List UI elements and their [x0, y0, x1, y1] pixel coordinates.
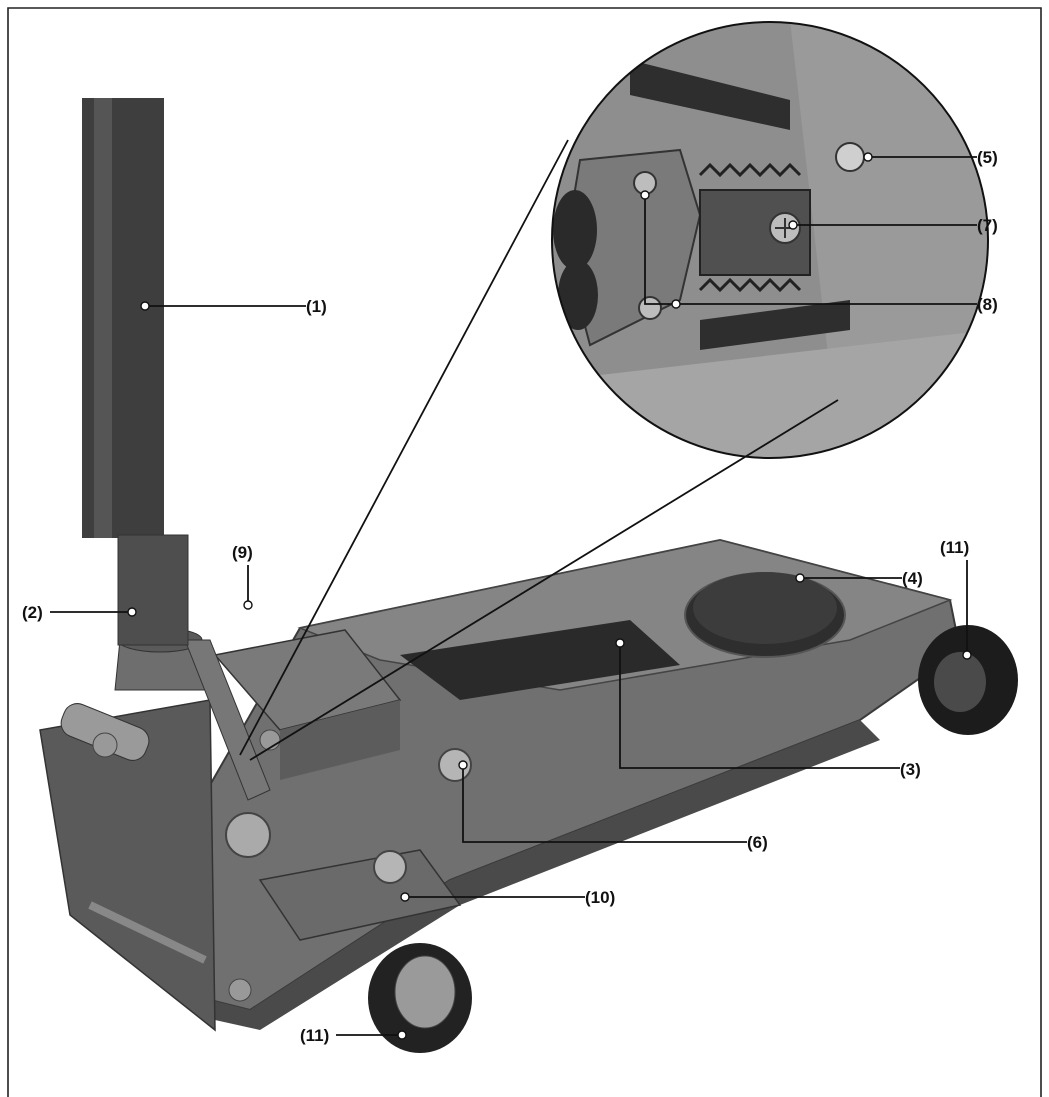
- pivot-bolt-large: [225, 812, 271, 858]
- callout-4: (4): [902, 569, 923, 588]
- rear-wheel-hub: [934, 652, 986, 712]
- bolt: [92, 732, 118, 758]
- callout-dot: [863, 152, 873, 162]
- detail-circle-border: [551, 21, 989, 459]
- callout-1: (1): [306, 297, 327, 316]
- castor-bolt: [373, 850, 407, 884]
- callout-dot: [615, 638, 625, 648]
- handle-lower-tube: [117, 534, 189, 646]
- front-wheel-hub: [394, 955, 456, 1029]
- callout-11-rear: (11): [940, 538, 969, 557]
- detail-view: [551, 21, 989, 459]
- callout-dot: [127, 607, 137, 617]
- frame-border: [7, 7, 1042, 1097]
- handle-yoke: [184, 639, 271, 801]
- zoom-line-lower: [249, 399, 839, 761]
- handle-highlight: [94, 98, 112, 538]
- callout-dot: [671, 299, 681, 309]
- chassis-underside: [210, 720, 880, 1030]
- callout-7: (7): [977, 216, 998, 235]
- saddle-pad: [693, 572, 837, 644]
- pump-housing-side: [280, 700, 400, 780]
- warning-label-panel: [400, 620, 680, 700]
- callout-11-front: (11): [300, 1026, 329, 1045]
- callout-dot: [962, 650, 972, 660]
- callout-3: (3): [900, 760, 921, 779]
- jack-illustration: [39, 98, 1018, 1053]
- callout-dot: [243, 600, 253, 610]
- callout-5: (5): [977, 148, 998, 167]
- base-rod: [88, 901, 207, 964]
- callout-dot: [140, 301, 150, 311]
- callout-9: (9): [232, 543, 253, 562]
- castor-bracket: [258, 849, 462, 941]
- callout-6: (6): [747, 833, 768, 852]
- callout-dot: [788, 220, 798, 230]
- callout-dot: [400, 892, 410, 902]
- callout-dot: [640, 190, 650, 200]
- bolt: [228, 978, 252, 1002]
- callouts: (1) (2) (3) (4) (5) (6) (7) (8) (9): [22, 148, 998, 1045]
- callout-dot: [397, 1030, 407, 1040]
- callout-10: (10): [585, 888, 615, 907]
- callout-dot: [458, 760, 468, 770]
- callout-8: (8): [977, 295, 998, 314]
- callout-dot: [795, 573, 805, 583]
- zoom-line-upper: [239, 139, 569, 756]
- callout-2: (2): [22, 603, 43, 622]
